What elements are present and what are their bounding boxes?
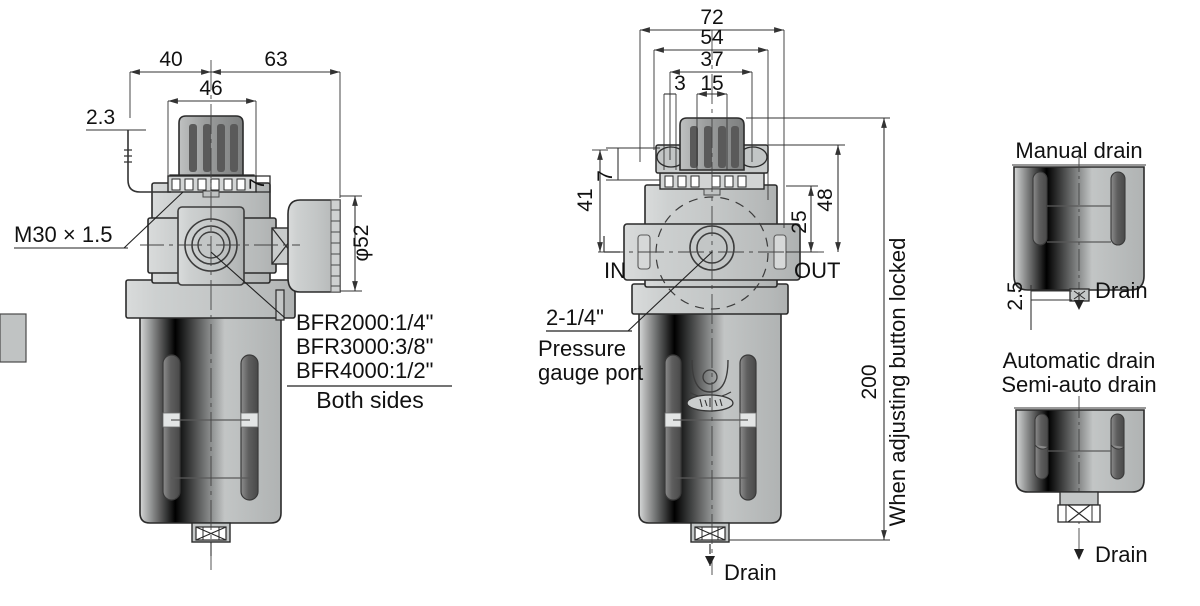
automatic-drain-fitting-cross <box>1067 504 1091 523</box>
side-bowl-collar <box>631 283 789 315</box>
automatic-drain-title-line1: Automatic drain <box>1003 348 1156 373</box>
automatic-drain-detail: Automatic drain Semi-auto drain Drain <box>1001 348 1156 567</box>
manual-drain-detail: Manual drain 2.5 Drain <box>1004 138 1148 330</box>
dim-label-200: 200 <box>858 364 881 399</box>
front-right-bracket <box>256 175 271 193</box>
dim-label-dia52: φ52 <box>350 225 373 262</box>
front-drain-cross <box>195 526 227 541</box>
dim-ext-3 <box>663 94 677 170</box>
dim-ext-7-side <box>606 147 660 181</box>
gauge-port-size-label: 2-1/4" <box>546 305 604 330</box>
manual-drain-label: Drain <box>1095 278 1148 303</box>
dim-ext-15 <box>696 94 728 170</box>
front-gauge-ticks <box>331 209 340 287</box>
side-valve-body <box>623 184 801 310</box>
gauge-port-label-line2: gauge port <box>538 360 643 385</box>
dim-ext-25 <box>786 185 818 253</box>
dim-ext-40-63 <box>129 72 341 198</box>
side-lock-ring-teeth <box>664 175 747 188</box>
manual-drain-arrow <box>1074 300 1084 310</box>
dim-label-7-side: 7 <box>594 170 617 182</box>
side-internal-float <box>702 369 718 385</box>
dim-leader-2p3-ticks <box>124 149 132 163</box>
side-drain-arrow <box>705 556 715 566</box>
port-size-line-2: BFR3000:3/8" <box>296 334 433 359</box>
front-gauge-housing <box>287 199 341 293</box>
dim-label-2p5: 2.5 <box>1004 281 1027 310</box>
inlet-label: IN <box>604 258 626 283</box>
dim-label-15: 15 <box>700 72 723 95</box>
side-sight-window-right <box>739 354 757 501</box>
side-sight-window-left <box>664 354 682 501</box>
automatic-drain-window-tip-right <box>1110 444 1125 450</box>
front-valve-body <box>147 182 341 321</box>
side-view: 72 54 37 3 15 41 7 25 48 200 IN <box>0 6 910 585</box>
dim-ext-dia52 <box>340 195 362 292</box>
side-bowl-lines <box>673 419 748 479</box>
adjusting-button-locked-note: When adjusting button locked <box>885 238 910 527</box>
outlet-label: OUT <box>794 258 840 283</box>
front-bowl <box>125 279 296 556</box>
front-sight-window-right <box>240 354 259 501</box>
inlet-tick <box>603 236 620 253</box>
thread-callout-label: M30 × 1.5 <box>14 222 112 247</box>
side-drain-label: Drain <box>724 560 777 585</box>
front-adjust-knob <box>167 115 271 198</box>
port-size-line-3: BFR4000:1/2" <box>296 358 433 383</box>
side-drain-ribs <box>701 527 719 540</box>
front-knob-ribs <box>189 124 238 172</box>
dim-label-72: 72 <box>700 6 723 29</box>
dim-label-41: 41 <box>574 188 597 211</box>
dim-ext-72 <box>639 30 785 228</box>
dim-label-2p3: 2.3 <box>86 106 115 129</box>
front-gauge-face-edge <box>330 199 341 293</box>
dim-label-48: 48 <box>814 188 837 211</box>
side-internal-bell <box>691 359 729 393</box>
automatic-drain-label: Drain <box>1095 542 1148 567</box>
automatic-drain-title-line2: Semi-auto drain <box>1001 372 1156 397</box>
dim-label-40: 40 <box>159 48 182 71</box>
automatic-drain-fitting-ribs <box>1065 505 1093 522</box>
dim-label-37: 37 <box>700 48 723 71</box>
dim-label-3: 3 <box>674 72 686 95</box>
dim-ext-46 <box>167 101 257 176</box>
front-view: 40 63 46 2.3 7 φ52 M30 × 1.5 BFR2000:1/4… <box>14 48 452 570</box>
thread-callout-leader <box>123 191 184 249</box>
dim-label-54: 54 <box>700 26 724 49</box>
front-lock-ring-teeth <box>171 178 246 191</box>
front-bowl-shell <box>139 294 282 524</box>
gauge-port-label-line1: Pressure <box>538 336 626 361</box>
front-sight-window-left <box>162 354 181 501</box>
manual-drain-window-right <box>1110 171 1126 246</box>
gauge-port-leader <box>627 251 713 332</box>
both-sides-label: Both sides <box>316 387 423 413</box>
side-drain-cross <box>694 526 726 541</box>
port-size-line-1: BFR2000:1/4" <box>296 310 433 335</box>
side-knob-ribs <box>690 126 739 168</box>
dim-ext-54 <box>653 50 769 200</box>
dim-ext-200 <box>729 117 890 541</box>
side-brand-glyph <box>699 398 723 408</box>
automatic-drain-window-tip-left <box>1034 444 1049 450</box>
port-size-leader <box>210 251 286 319</box>
automatic-drain-arrow <box>1074 549 1084 560</box>
side-internal-stem <box>0 313 27 363</box>
manual-drain-window-left <box>1032 171 1048 246</box>
dim-leader-2p3-elbow <box>127 130 171 193</box>
dim-ext-37 <box>669 72 753 162</box>
dim-label-7-front: 7 <box>246 178 269 190</box>
dim-label-63: 63 <box>264 48 287 71</box>
front-drain-ribs <box>202 527 220 540</box>
dim-label-46: 46 <box>199 77 222 100</box>
dim-label-25: 25 <box>788 210 811 233</box>
automatic-drain-neck <box>1059 491 1099 506</box>
